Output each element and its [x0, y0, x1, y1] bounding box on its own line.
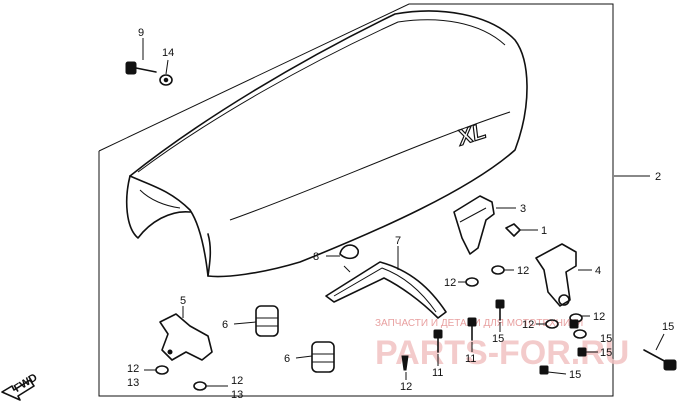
washer-14 [159, 74, 173, 86]
nut-12-center-a [465, 277, 479, 287]
nut-12-right-c [573, 329, 587, 339]
cushion-6b [311, 341, 335, 373]
bolt-9 [125, 61, 157, 75]
callout-6-upper: 6 [222, 319, 228, 331]
callout-1: 1 [541, 225, 547, 237]
watermark-logo: PARTS-FOR.RU [375, 334, 629, 372]
screw-15a [467, 317, 477, 341]
diagram-frame [98, 3, 614, 397]
callout-11a: 12 [400, 381, 412, 393]
bracket-4 [535, 243, 577, 307]
tray-7 [325, 261, 447, 319]
callout-12-right-a: 12 [522, 319, 534, 331]
screw-11b [433, 329, 443, 353]
callout-15e: 15 [600, 333, 612, 345]
callout-11b: 11 [432, 367, 443, 379]
bracket-3 [453, 195, 495, 255]
screw-15b [495, 299, 505, 321]
callout-9: 9 [138, 27, 144, 39]
callout-15d: 15 [600, 347, 612, 359]
screw-15c [539, 365, 549, 375]
callout-4: 4 [595, 265, 601, 277]
callout-15a: 11 [465, 353, 476, 365]
screw-11a [401, 355, 409, 371]
callout-6-lower: 6 [284, 353, 290, 365]
callout-15b: 15 [492, 333, 504, 345]
nut-12-13-bottom [193, 381, 207, 391]
seat: XL [125, 10, 528, 278]
watermark-caption: ЗАПЧАСТИ И ДЕТАЛИ ДЛЯ МОТОТЕХНИКИ [375, 318, 583, 329]
bolt-10 [643, 349, 677, 371]
leader-lines [142, 38, 665, 387]
callout-12-right-b: 12 [593, 311, 605, 323]
callout-12-center-a: 12 [444, 277, 456, 289]
callout-7: 7 [395, 235, 401, 247]
bracket-5 [159, 313, 213, 361]
callout-13-bottom: 13 [231, 389, 243, 401]
callout-15c: 15 [569, 369, 581, 381]
callout-8: 8 [313, 251, 319, 263]
fwd-arrow: FWD [1, 371, 40, 401]
xl-emblem: XL [453, 118, 489, 151]
callout-3: 3 [520, 203, 526, 215]
callout-13-left: 13 [127, 377, 139, 389]
screw-15d [577, 347, 587, 357]
nut-12-13-left [155, 365, 169, 375]
callout-12-bottom: 12 [231, 375, 243, 387]
cushion-6a [255, 305, 279, 337]
callout-12-left: 12 [127, 363, 139, 375]
nut-1 [505, 223, 521, 237]
grommet-8 [339, 244, 359, 273]
screw-15e [569, 319, 579, 329]
callout-14: 14 [162, 47, 174, 59]
callout-2: 2 [655, 171, 661, 183]
callout-10: 15 [662, 321, 674, 333]
nut-12-center-b [491, 265, 505, 275]
callout-5: 5 [180, 295, 186, 307]
watermark: ЗАПЧАСТИ И ДЕТАЛИ ДЛЯ МОТОТЕХНИКИ PARTS-… [375, 318, 629, 372]
callout-12-center-b: 12 [517, 265, 529, 277]
callouts: 9 14 2 3 1 4 7 8 5 6 6 12 13 12 13 12 12… [127, 27, 674, 401]
